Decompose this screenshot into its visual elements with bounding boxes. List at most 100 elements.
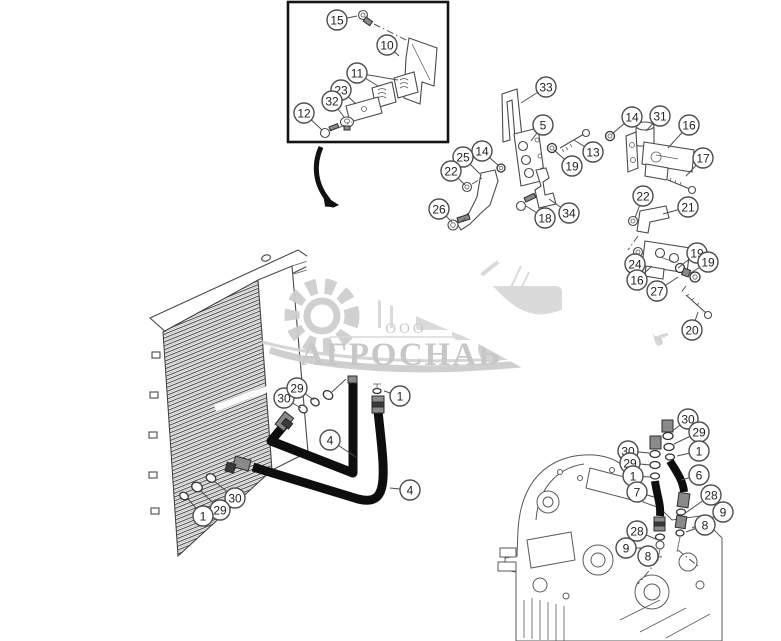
svg-text:29: 29 (290, 382, 304, 396)
svg-text:10: 10 (380, 39, 394, 53)
svg-text:34: 34 (562, 207, 576, 221)
callout-28: 28 (626, 520, 659, 542)
callout-29: 29 (673, 421, 710, 445)
svg-text:7: 7 (634, 486, 641, 500)
callout-24: 24 (624, 253, 646, 275)
callout-16: 16 (626, 265, 653, 291)
svg-text:18: 18 (538, 212, 552, 226)
callout-7: 7 (626, 481, 655, 503)
svg-text:26: 26 (432, 203, 446, 217)
svg-text:30: 30 (681, 413, 695, 427)
svg-text:28: 28 (704, 489, 718, 503)
hose-4-lower (179, 383, 388, 505)
callout-19: 19 (553, 149, 583, 177)
svg-text:12: 12 (297, 107, 311, 121)
bolt-26 (447, 213, 471, 231)
grommet-32 (339, 116, 355, 131)
callout-10: 10 (376, 34, 400, 57)
transmission (497, 454, 723, 641)
callout-9: 9 (615, 537, 650, 559)
callout-22: 22 (440, 160, 466, 186)
svg-text:32: 32 (325, 95, 339, 109)
svg-text:1: 1 (696, 445, 703, 459)
callout-22: 22 (632, 185, 654, 219)
bolt-13 (559, 128, 591, 153)
callout-31: 31 (645, 105, 671, 132)
svg-text:5: 5 (540, 119, 547, 133)
hose-4-upper-fitting (274, 410, 295, 432)
block-16a (641, 141, 695, 181)
watermark-text-agrosnab: АГРОСНАБ (300, 337, 502, 373)
svg-text:4: 4 (327, 434, 334, 448)
channel-33 (501, 88, 523, 143)
callout-29: 29 (286, 377, 315, 401)
nut-22b (627, 215, 639, 227)
callout-29: 29 (199, 489, 231, 521)
bolt-20 (679, 285, 713, 320)
svg-text:6: 6 (696, 469, 703, 483)
callout-15: 15 (326, 9, 358, 31)
detail-arrow (313, 145, 339, 211)
bolt-18 (515, 192, 537, 212)
callout-17: 17 (685, 147, 714, 177)
callout-1: 1 (383, 385, 411, 407)
steel-tubes (298, 206, 670, 441)
svg-text:8: 8 (702, 519, 709, 533)
svg-text:31: 31 (653, 110, 667, 124)
hose-4-upper (266, 375, 358, 478)
hose-6-assembly (661, 419, 699, 567)
washer-19c (689, 271, 701, 283)
svg-text:19: 19 (565, 160, 579, 174)
bracket-34 (534, 167, 557, 209)
callout-4: 4 (319, 429, 357, 458)
right-top-clamp-cluster (604, 121, 697, 195)
callout-12: 12 (293, 102, 323, 131)
right-mid-block-cluster (627, 205, 713, 320)
callout-25: 25 (452, 146, 481, 175)
callout-28: 28 (683, 484, 722, 515)
callout-6: 6 (680, 464, 710, 486)
callout-14: 14 (471, 140, 500, 167)
svg-text:30: 30 (228, 492, 242, 506)
svg-text:15: 15 (330, 14, 344, 28)
svg-text:29: 29 (692, 426, 706, 440)
tube-lower (306, 234, 670, 424)
svg-text:1: 1 (200, 510, 207, 524)
svg-text:27: 27 (650, 285, 664, 299)
svg-text:14: 14 (625, 111, 639, 125)
bolt-12 (319, 122, 340, 139)
svg-text:21: 21 (681, 201, 695, 215)
callout-8: 8 (685, 514, 716, 536)
callout-13: 13 (573, 139, 604, 163)
callout-19: 19 (688, 251, 719, 275)
svg-text:8: 8 (645, 550, 652, 564)
callout-1: 1 (622, 465, 651, 487)
callout-26: 26 (428, 198, 453, 223)
hose-4-lower-top-fitting (371, 383, 385, 414)
bolt-15 (357, 9, 374, 27)
svg-text:4: 4 (407, 484, 414, 498)
svg-text:20: 20 (685, 324, 699, 338)
callout-14: 14 (611, 106, 643, 135)
svg-text:11: 11 (351, 67, 364, 81)
svg-text:16: 16 (630, 274, 644, 288)
callout-34: 34 (548, 198, 580, 224)
svg-text:14: 14 (475, 145, 489, 159)
callout-27: 27 (646, 276, 679, 302)
cooler-frame-hooks (148, 351, 161, 515)
svg-text:33: 33 (539, 81, 553, 95)
svg-text:29: 29 (213, 504, 227, 518)
svg-text:24: 24 (628, 258, 642, 272)
svg-text:1: 1 (630, 470, 637, 484)
callout-5: 5 (530, 114, 554, 142)
svg-text:1: 1 (397, 390, 404, 404)
svg-text:13: 13 (586, 146, 600, 160)
callout-1: 1 (676, 440, 710, 462)
callout-20: 20 (681, 311, 703, 341)
callout-11: 11 (346, 62, 399, 87)
inset-detail-box (286, 0, 450, 144)
hose-4-lower-left-fitting (224, 455, 252, 474)
